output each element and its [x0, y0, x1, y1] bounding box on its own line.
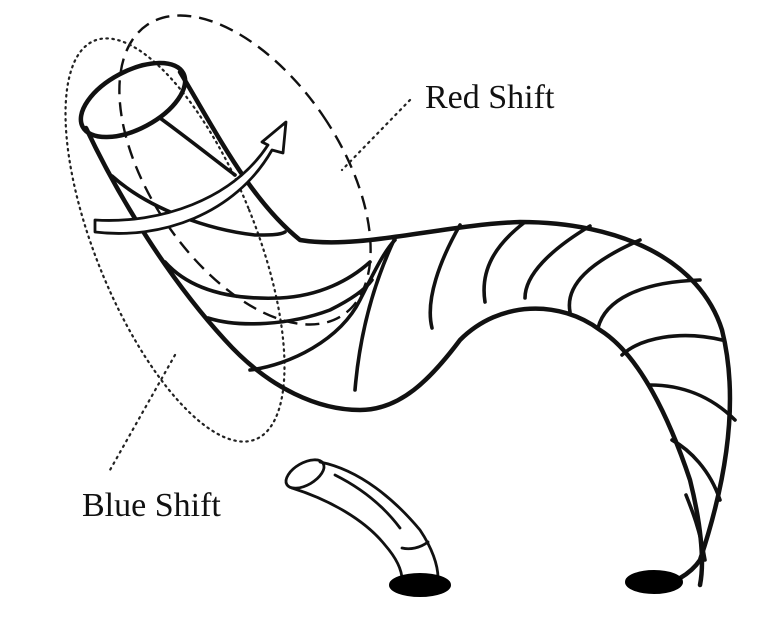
twist-stripe — [353, 236, 397, 392]
left-footpoint — [389, 573, 451, 597]
twist-stripe — [648, 383, 737, 422]
twist-stripe — [206, 278, 374, 326]
twist-stripe — [248, 238, 397, 372]
red-shift-label: Red Shift — [425, 79, 555, 116]
right-footpoint — [625, 570, 683, 594]
twist-stripe — [620, 333, 724, 357]
twist-stripe — [596, 278, 702, 330]
tube-upper-outline — [177, 69, 733, 588]
large-twisted-flux-tube — [78, 60, 737, 594]
twist-stripe — [670, 438, 722, 502]
small-tube-stripe — [400, 540, 430, 551]
twist-stripe — [567, 238, 642, 314]
red-shift-leader — [340, 98, 412, 172]
twist-stripe — [428, 223, 462, 330]
blue-shift-leader — [108, 353, 177, 472]
rotation-arrow — [93, 120, 288, 235]
small-flux-tube — [284, 458, 451, 597]
twist-stripe — [482, 220, 527, 304]
small-tube-stripe — [333, 473, 402, 530]
twist-stripe — [523, 224, 592, 300]
small-tube-end-cap — [284, 458, 326, 490]
blue-shift-label: Blue Shift — [82, 487, 221, 524]
twist-stripe — [684, 493, 707, 562]
red-shift-region-ellipse — [118, 14, 372, 326]
twist-stripe — [158, 116, 237, 177]
blue-shift-region-ellipse — [64, 37, 286, 443]
twist-stripe — [163, 260, 372, 301]
small-tube-lower-outline — [290, 486, 404, 582]
twist-stripe — [110, 174, 287, 237]
small-tube-upper-outline — [318, 460, 440, 580]
